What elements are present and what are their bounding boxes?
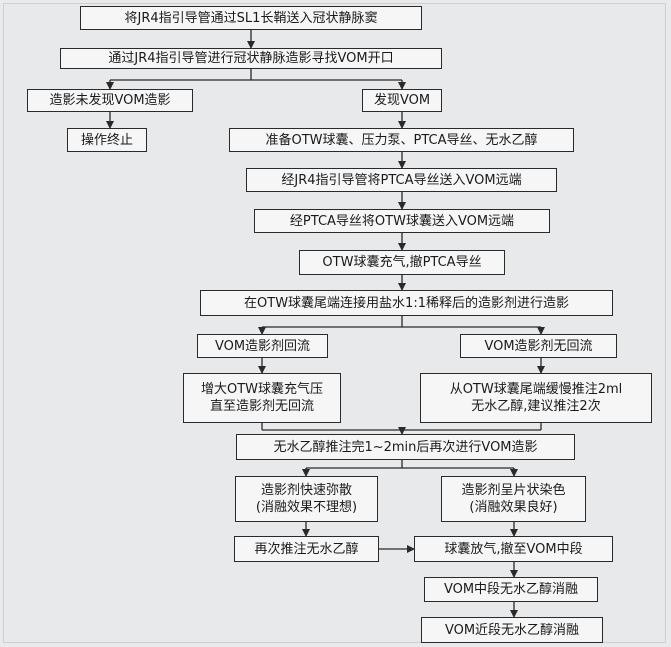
step-terminate: 操作终止 (67, 128, 147, 152)
step-reinject-ethanol: 再次推注无水乙醇 (234, 536, 379, 562)
step-prepare-materials: 准备OTW球囊、压力泵、PTCA导丝、无水乙醇 (229, 128, 574, 152)
step-mid-vom-ablation: VOM中段无水乙醇消融 (424, 577, 598, 602)
step-vom-not-found: 造影未发现VOM造影 (27, 89, 193, 112)
step-repeat-venography: 无水乙醇推注完1~2min后再次进行VOM造影 (236, 434, 575, 460)
step-venography-find-vom: 通过JR4指引导管进行冠状静脉造影寻找VOM开口 (60, 48, 442, 69)
step-no-contrast-backflow: VOM造影剂无回流 (460, 334, 617, 358)
step-increase-inflation-pressure: 增大OTW球囊充气压 直至造影剂无回流 (183, 373, 341, 423)
step-insert-jr4-via-sl1: 将JR4指引导管通过SL1长鞘送入冠状静脉窦 (80, 6, 422, 30)
step-inject-ethanol: 从OTW球囊尾端缓慢推注2ml 无水乙醇,建议推注2次 (420, 373, 652, 423)
step-patchy-staining: 造影剂呈片状染色 (消融效果良好) (441, 476, 586, 522)
step-contrast-injection: 在OTW球囊尾端连接用盐水1:1稀释后的造影剂进行造影 (200, 290, 613, 316)
step-deflate-withdraw-mid: 球囊放气,撤至VOM中段 (414, 536, 613, 562)
step-inflate-balloon: OTW球囊充气,撤PTCA导丝 (299, 250, 505, 275)
step-advance-otw-balloon: 经PTCA导丝将OTW球囊送入VOM远端 (254, 209, 550, 233)
step-vom-found: 发现VOM (362, 89, 442, 112)
step-proximal-vom-ablation: VOM近段无水乙醇消融 (421, 617, 603, 643)
step-rapid-dispersion: 造影剂快速弥散 (消融效果不理想) (235, 476, 378, 522)
step-advance-ptca-wire: 经JR4指引导管将PTCA导丝送入VOM远端 (246, 168, 557, 192)
step-contrast-backflow: VOM造影剂回流 (197, 334, 328, 358)
